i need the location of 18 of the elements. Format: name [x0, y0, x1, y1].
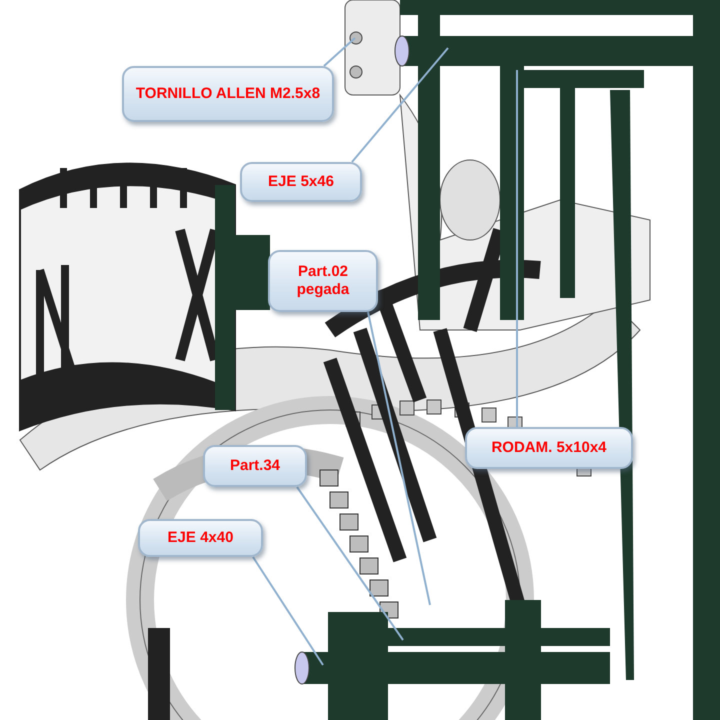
callout-box — [268, 250, 378, 312]
callout-box — [465, 427, 633, 469]
callout-label: EJE 5x46 — [268, 173, 334, 191]
callout-label: TORNILLO ALLEN M2.5x8 — [136, 85, 320, 103]
leader-line — [252, 556, 324, 666]
callout-box — [203, 445, 307, 487]
leader-line — [367, 312, 431, 606]
callout-label: Part.34 — [230, 457, 280, 475]
callout-box — [122, 66, 334, 122]
leader-line — [323, 37, 356, 67]
callout-label: RODAM. 5x10x4 — [491, 439, 607, 457]
callout-label: Part.02 pegada — [296, 263, 350, 299]
callout-box — [138, 519, 263, 557]
leader-line — [516, 70, 518, 427]
callout-box — [240, 162, 362, 202]
leader-line — [296, 486, 404, 641]
callout-label: EJE 4x40 — [168, 529, 234, 547]
leader-line — [351, 47, 449, 163]
